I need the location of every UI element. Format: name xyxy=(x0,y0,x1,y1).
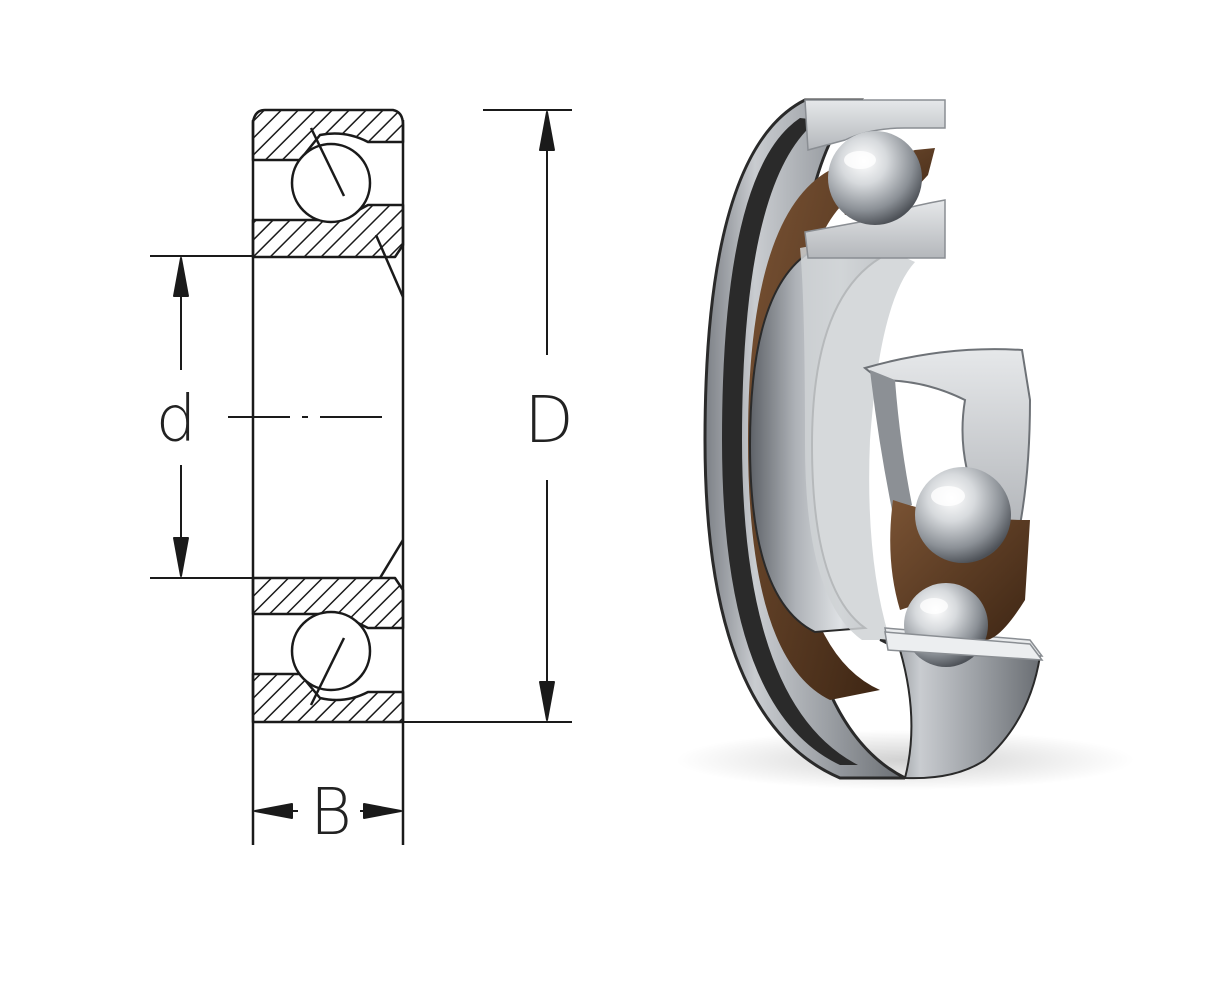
width-dimension xyxy=(254,803,402,819)
bottom-section xyxy=(251,539,405,724)
inner-ring-raceway xyxy=(870,370,912,510)
outer-dimension xyxy=(403,109,572,723)
top-outer-ring-cut xyxy=(804,99,946,151)
middle-ball-photo xyxy=(915,467,1011,563)
bearing-cutaway-illustration xyxy=(675,98,1135,790)
lower-outer-ring-cut xyxy=(879,639,1042,780)
top-ball xyxy=(290,142,372,224)
bore-diameter-label: d xyxy=(156,383,197,457)
top-section xyxy=(251,108,405,298)
top-contact-line-lower xyxy=(374,234,405,298)
seal-ring xyxy=(722,118,858,765)
bottom-contact-line-upper xyxy=(378,539,405,579)
top-ball-photo xyxy=(828,131,922,225)
bottom-outer-ring xyxy=(251,672,405,724)
bottom-contact-line xyxy=(309,637,346,706)
bore-dimension xyxy=(150,255,253,579)
top-outer-ring xyxy=(251,108,405,162)
outer-diameter-label: D xyxy=(524,384,573,458)
top-contact-line xyxy=(309,127,346,197)
bottom-ball xyxy=(290,610,372,692)
width-label: B xyxy=(310,776,352,850)
bottom-inner-ring xyxy=(251,576,405,630)
cross-section-drawing xyxy=(150,108,572,845)
inner-ring-face xyxy=(800,243,915,640)
